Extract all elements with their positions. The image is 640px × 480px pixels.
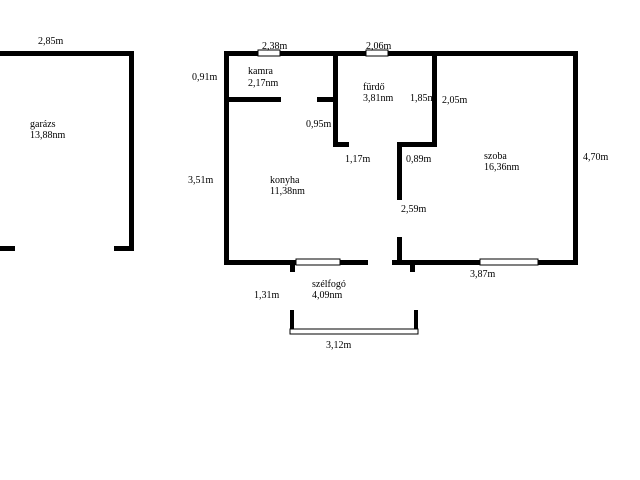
furdo-area: 3,81nm <box>363 93 394 104</box>
furdo-szoba-wall <box>432 51 437 147</box>
szoba-left-wall-lower <box>397 237 402 265</box>
dim-kamra-door: 0,95m <box>306 119 332 130</box>
dim-szelfogo-width: 3,12m <box>326 340 352 351</box>
garazs-top-wall <box>0 51 134 56</box>
entrance-left-post <box>290 264 295 272</box>
szelfogo-name: szélfogó <box>312 279 346 290</box>
dim-furdo-height: 1,85m <box>410 93 436 104</box>
szelfogo-right-post <box>414 310 418 334</box>
szoba-area: 16,36nm <box>484 162 520 173</box>
dim-furdo-width: 2,06m <box>366 41 392 52</box>
kamra-name: kamra <box>248 66 274 77</box>
szelfogo-glazing <box>289 328 419 335</box>
kamra-window <box>257 49 281 57</box>
house-top-wall <box>224 51 578 56</box>
entrance-right-post <box>410 264 415 272</box>
dim-szoba-wall: 2,59m <box>401 204 427 215</box>
furdo-name: fürdő <box>363 82 385 93</box>
garazs-walls <box>0 51 134 251</box>
furdo-bottom-right-wall <box>397 142 437 147</box>
szelfogo-walls <box>289 310 419 335</box>
furdo-window <box>365 49 389 57</box>
house-left-wall <box>224 51 229 265</box>
dim-garazs-width: 2,85m <box>38 36 64 47</box>
szoba-name: szoba <box>484 151 507 162</box>
konyha-name: konyha <box>270 175 300 186</box>
garazs-bottom-left-stub <box>0 246 15 251</box>
house-inner-walls <box>224 51 437 272</box>
garazs-bottom-right-stub <box>114 246 134 251</box>
dim-konyha-height: 3,51m <box>188 175 214 186</box>
szoba-left-wall-upper <box>397 142 402 200</box>
kamra-bottom-wall <box>224 97 281 102</box>
szoba-window <box>479 258 539 266</box>
garazs-area: 13,88nm <box>30 130 66 141</box>
furdo-bottom-left-stub <box>333 142 349 147</box>
szelfogo-left-post <box>290 310 294 334</box>
szelfogo-area: 4,09nm <box>312 290 343 301</box>
dim-kamra-width: 2,38m <box>262 41 288 52</box>
dim-szoba-opening: 0,89m <box>406 154 432 165</box>
kamra-area: 2,17nm <box>248 78 279 89</box>
dim-szoba-height: 4,70m <box>583 152 609 163</box>
garazs-name: garázs <box>30 119 56 130</box>
dim-szelfogo-depth: 1,31m <box>254 290 280 301</box>
dim-kamra-height: 0,91m <box>192 72 218 83</box>
dim-furdo-right: 2,05m <box>442 95 468 106</box>
konyha-area: 11,38nm <box>270 186 305 197</box>
konyha-window <box>295 258 341 266</box>
dim-kitchen-opening: 1,17m <box>345 154 371 165</box>
windows <box>257 49 539 266</box>
dim-szoba-width: 3,87m <box>470 269 496 280</box>
kamra-bottom-stub <box>317 97 338 102</box>
house-right-wall <box>573 51 578 265</box>
garazs-right-wall <box>129 51 134 251</box>
